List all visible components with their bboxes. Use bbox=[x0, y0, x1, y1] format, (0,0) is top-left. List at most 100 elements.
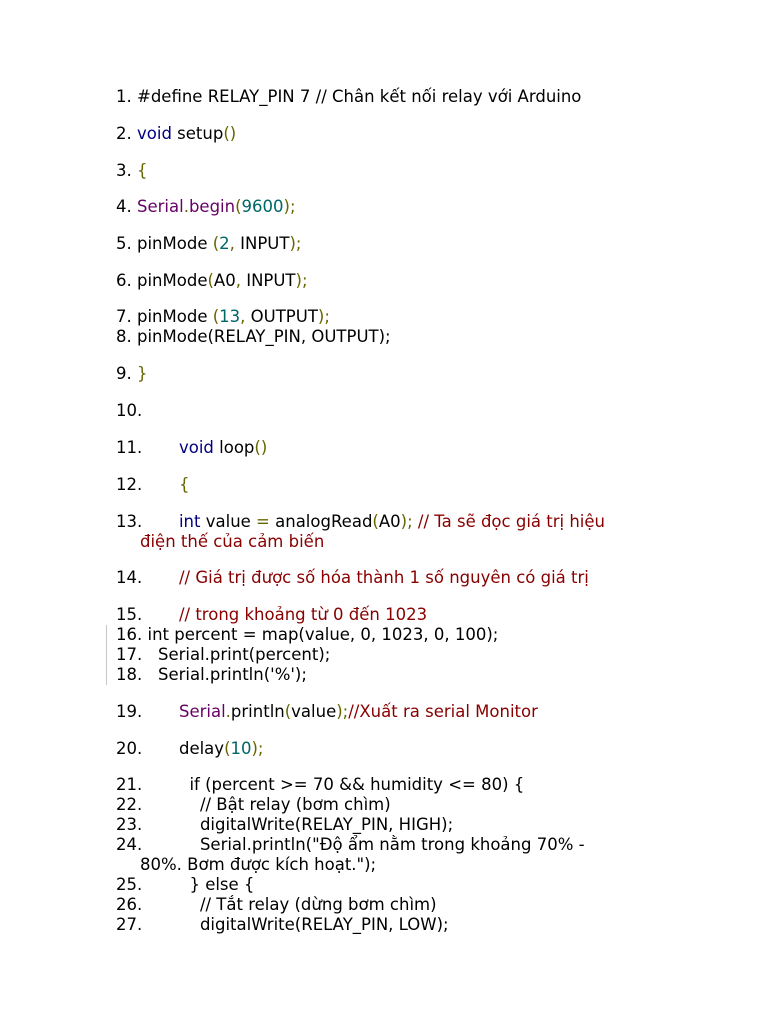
line-number: 1. bbox=[116, 87, 132, 106]
code-line: 1. #define RELAY_PIN 7 // Chân kết nối r… bbox=[116, 87, 708, 107]
code-token: ( bbox=[372, 512, 379, 531]
code-token: if (percent >= 70 && humidity <= 80) { bbox=[142, 775, 525, 794]
code-token: pinMode bbox=[131, 234, 213, 253]
code-token: 2 bbox=[219, 234, 230, 253]
code-token: } bbox=[137, 364, 148, 383]
line-number: 10. bbox=[116, 401, 143, 420]
code-token: // trong khoảng từ 0 đến 1023 bbox=[178, 605, 428, 624]
code-line: 16. int percent = map(value, 0, 1023, 0,… bbox=[116, 625, 708, 645]
code-token: void bbox=[137, 124, 172, 143]
code-token: điện thế của cảm biến bbox=[140, 532, 325, 551]
code-token: 10 bbox=[230, 739, 252, 758]
line-number: 7. bbox=[116, 307, 132, 326]
code-token: pinMode(RELAY_PIN, OUTPUT); bbox=[131, 327, 391, 346]
code-token: // Bật relay (bơm chìm) bbox=[142, 795, 391, 814]
code-token: Serial.println("Độ ẩm nằm trong khoảng 7… bbox=[142, 835, 585, 854]
line-number: 21. bbox=[116, 775, 143, 794]
line-number: 5. bbox=[116, 234, 132, 253]
code-token bbox=[142, 739, 179, 758]
code-token bbox=[142, 568, 179, 587]
code-line: 7. pinMode (13, OUTPUT); bbox=[116, 307, 708, 327]
code-token: ( bbox=[235, 197, 242, 216]
code-line: 14. // Giá trị được số hóa thành 1 số ng… bbox=[116, 568, 708, 588]
line-number: 6. bbox=[116, 271, 132, 290]
code-token: Serial bbox=[178, 702, 226, 721]
line-number: 8. bbox=[116, 327, 132, 346]
code-line: 15. // trong khoảng từ 0 đến 1023 bbox=[116, 605, 708, 625]
code-token: . bbox=[225, 702, 231, 721]
code-token bbox=[142, 605, 179, 624]
code-token: ); bbox=[289, 234, 302, 253]
line-number: 3. bbox=[116, 161, 132, 180]
code-token bbox=[142, 438, 179, 457]
line-number: 18. bbox=[116, 665, 143, 684]
line-number: 24. bbox=[116, 835, 143, 854]
code-token: ); bbox=[317, 307, 330, 326]
code-token: . bbox=[183, 197, 189, 216]
code-token: Serial bbox=[137, 197, 184, 216]
line-number: 13. bbox=[116, 512, 143, 531]
code-token: Serial.println('%'); bbox=[142, 665, 307, 684]
code-token: // Giá trị được số hóa thành 1 số nguyên… bbox=[178, 568, 589, 587]
code-token: ); bbox=[295, 271, 308, 290]
line-number: 12. bbox=[116, 475, 143, 494]
code-token: INPUT bbox=[240, 271, 296, 290]
code-line: 27. digitalWrite(RELAY_PIN, LOW); bbox=[116, 915, 708, 935]
line-number: 2. bbox=[116, 124, 132, 143]
code-token: // Ta sẽ đọc giá trị hiệu bbox=[412, 512, 605, 531]
code-token: , bbox=[229, 234, 235, 253]
code-token bbox=[142, 512, 179, 531]
code-token: { bbox=[178, 475, 190, 494]
code-token: ( bbox=[207, 271, 214, 290]
line-number: 9. bbox=[116, 364, 132, 383]
code-line: 9. } bbox=[116, 364, 708, 384]
code-token: = bbox=[256, 512, 270, 531]
line-number: 22. bbox=[116, 795, 143, 814]
code-token: , bbox=[240, 307, 246, 326]
code-token: #define RELAY_PIN 7 // Chân kết nối rela… bbox=[131, 87, 582, 106]
code-token: ( bbox=[284, 702, 292, 721]
code-token: 13 bbox=[219, 307, 241, 326]
code-line: 24. Serial.println("Độ ẩm nằm trong khoả… bbox=[116, 835, 708, 875]
code-token: value bbox=[291, 702, 337, 721]
code-token: begin bbox=[188, 197, 236, 216]
code-token: println bbox=[230, 702, 285, 721]
code-line: 11. void loop() bbox=[116, 438, 708, 458]
code-token: ); bbox=[283, 197, 296, 216]
code-line: 3. { bbox=[116, 161, 708, 181]
code-token: () bbox=[223, 124, 237, 143]
code-token: pinMode bbox=[131, 307, 213, 326]
code-line: 2. void setup() bbox=[116, 124, 708, 144]
code-token: { bbox=[137, 161, 148, 180]
code-token: () bbox=[254, 438, 268, 457]
line-number: 25. bbox=[116, 875, 143, 894]
line-number: 11. bbox=[116, 438, 143, 457]
code-line: 13. int value = analogRead(A0); // Ta sẽ… bbox=[116, 512, 708, 552]
code-token: , bbox=[235, 271, 241, 290]
line-number: 20. bbox=[116, 739, 143, 758]
code-line: 20. delay(10); bbox=[116, 739, 708, 759]
code-line: 22. // Bật relay (bơm chìm) bbox=[116, 795, 708, 815]
code-token: A0 bbox=[213, 271, 236, 290]
line-number: 14. bbox=[116, 568, 143, 587]
code-token: ( bbox=[212, 307, 220, 326]
line-number: 17. bbox=[116, 645, 143, 664]
code-line: 23. digitalWrite(RELAY_PIN, HIGH); bbox=[116, 815, 708, 835]
code-token: int percent = map(value, 0, 1023, 0, 100… bbox=[142, 625, 499, 644]
code-token: 9600 bbox=[241, 197, 284, 216]
code-token: loop bbox=[213, 438, 255, 457]
code-token: delay bbox=[178, 739, 225, 758]
code-line: 17. Serial.print(percent); bbox=[116, 645, 708, 665]
line-number: 19. bbox=[116, 702, 143, 721]
code-token: // Tắt relay (dừng bơm chìm) bbox=[142, 895, 437, 914]
line-number: 23. bbox=[116, 815, 143, 834]
code-token: ); bbox=[336, 702, 349, 721]
code-token: analogRead bbox=[269, 512, 373, 531]
code-line: 12. { bbox=[116, 475, 708, 495]
line-number: 27. bbox=[116, 915, 143, 934]
code-token: setup bbox=[171, 124, 224, 143]
line-number: 16. bbox=[116, 625, 143, 644]
line-number: 15. bbox=[116, 605, 143, 624]
code-line: 18. Serial.println('%'); bbox=[116, 665, 708, 685]
code-line: 21. if (percent >= 70 && humidity <= 80)… bbox=[116, 775, 708, 795]
